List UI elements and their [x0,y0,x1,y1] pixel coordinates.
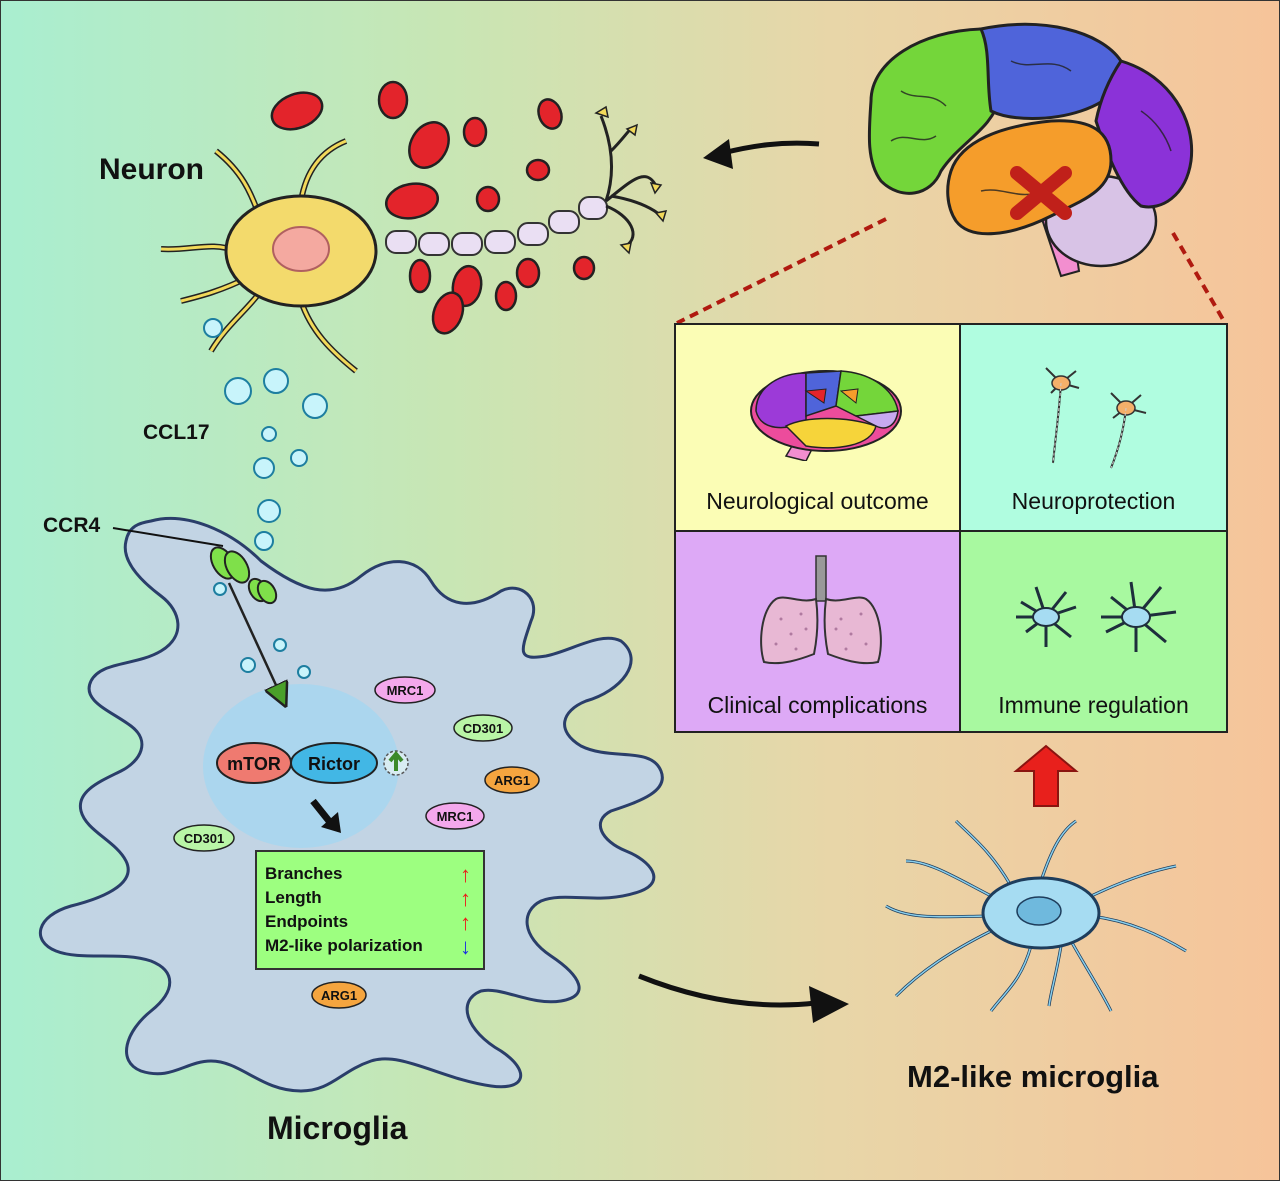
zoom-line-left [676,217,887,325]
effect-row-branches: Branches ↑ [265,862,483,888]
ccr4-leader-line [112,527,224,547]
ccr4-receptors [209,546,278,605]
effect-label-length: Length [265,888,322,907]
signal-arrow [227,582,281,696]
marker-ovals [173,676,540,1009]
up-arrow-icon: ↑ [460,886,471,911]
lungs-icon [760,555,882,665]
rictor-oval [290,742,378,784]
mrc1-label-mid: MRC1 [437,809,474,824]
red-blood-cells [270,80,596,335]
up-arrow-icon: ↑ [460,910,471,935]
polarization-arrow [638,973,817,1008]
panel-neuroprotection: Neuroprotection [959,323,1228,532]
label-immune-regulation: Immune regulation [998,692,1189,718]
cd301-label-left: CD301 [184,831,224,846]
rictor-label: Rictor [308,754,360,774]
neurons-icon [1045,367,1147,469]
ccl17-molecules [203,318,328,679]
effect-label-endpoints: Endpoints [265,912,349,931]
mrc1-label-top: MRC1 [387,683,424,698]
morphology-effects-box: Branches ↑ Length ↑ Endpoints ↑ M2-like … [255,850,485,970]
down-arrow-icon: ↓ [460,934,471,959]
effect-label-m2-polarization: M2-like polarization [265,936,423,955]
label-neurological-outcome: Neurological outcome [706,488,929,514]
arg1-label-right: ARG1 [494,773,530,788]
panel-immune-regulation: Immune regulation [959,530,1228,733]
panel-neurological-outcome: Neurological outcome [674,323,961,532]
label-neuron: Neuron [99,153,204,186]
up-arrow-icon: ↑ [460,862,471,887]
effect-row-length: Length ↑ [265,886,483,912]
outcome-up-arrow [1013,744,1079,807]
label-ccr4: CCR4 [43,514,101,537]
effect-row-endpoints: Endpoints ↑ [265,910,483,936]
brain-illustration [867,22,1194,278]
label-neuroprotection: Neuroprotection [1011,488,1176,514]
label-microglia: Microglia [267,1110,408,1146]
effect-row-m2-polarization: M2-like polarization ↓ [265,934,483,960]
microglia-pair-icon [1016,581,1177,652]
label-clinical-complications: Clinical complications [707,692,928,718]
effect-label-branches: Branches [265,864,343,883]
neuron-illustration [160,105,668,374]
brain-to-neuron-arrow [722,140,820,156]
zoom-line-right [1171,231,1227,325]
label-m2-like-microglia: M2-like microglia [907,1059,1159,1094]
label-ccl17: CCL17 [143,421,210,444]
arg1-label-bottom: ARG1 [321,988,357,1003]
colorful-brain-icon [750,370,902,461]
panel-clinical-complications: Clinical complications [674,530,961,733]
mtor-label: mTOR [227,754,281,774]
cd301-label-right: CD301 [463,721,503,736]
